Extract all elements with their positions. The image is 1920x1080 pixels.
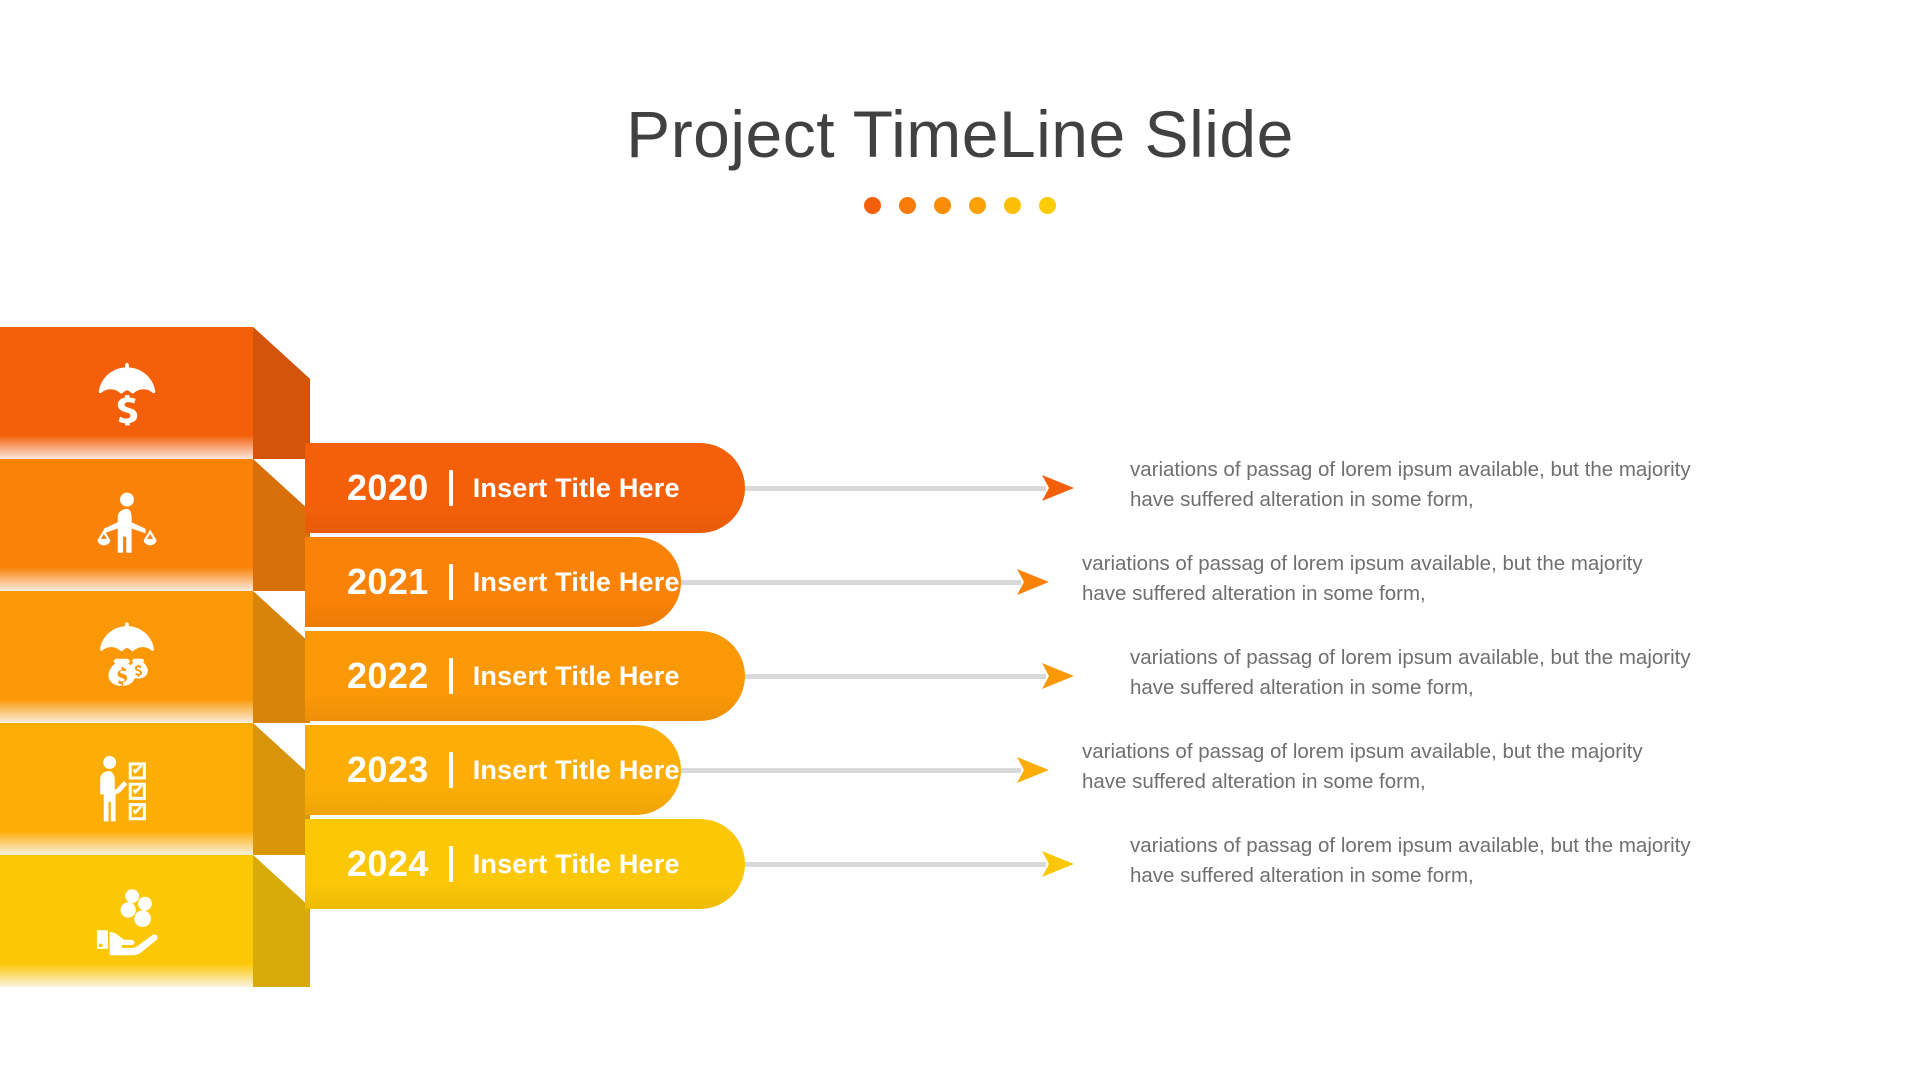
icon-panel-top-bevel [253, 327, 310, 379]
decorative-dot [1039, 196, 1056, 214]
decorative-dot [934, 196, 951, 214]
decorative-dot [899, 196, 916, 214]
arrow-head-icon [1040, 661, 1076, 691]
timeline-year-label: 2024 [347, 843, 429, 884]
icon-panel-2024 [0, 855, 310, 987]
timeline-title-label: Insert Title Here [472, 472, 680, 503]
description-text-2020: variations of passag of lorem ipsum avai… [1130, 458, 1691, 511]
description-text-2024: variations of passag of lorem ipsum avai… [1130, 834, 1691, 887]
decorative-dot [969, 196, 986, 214]
connector-2021 [681, 567, 1051, 597]
year-title-divider [448, 470, 453, 506]
icon-panel-bevel [253, 723, 310, 855]
connector-line [745, 674, 1046, 679]
arrow-head-icon [1040, 473, 1076, 503]
umbrella-dollar-icon [0, 327, 253, 459]
year-title-divider [448, 564, 453, 600]
timeline-bar-2023[interactable]: 2023 Insert Title Here [305, 725, 681, 815]
icon-panel-2022 [0, 591, 310, 723]
connector-line [681, 580, 1021, 585]
decorative-dot [1004, 196, 1021, 214]
connector-2022 [745, 661, 1076, 691]
timeline-title-label: Insert Title Here [472, 566, 680, 597]
connector-2023 [681, 755, 1051, 785]
timeline-year-label: 2022 [347, 655, 429, 696]
slide-header: Project TimeLine Slide [0, 98, 1920, 214]
timeline-bar-2024[interactable]: 2024 Insert Title Here [305, 819, 745, 909]
icon-panel-2021 [0, 459, 310, 591]
timeline-bar-2021[interactable]: 2021 Insert Title Here [305, 537, 681, 627]
hand-coins-icon [0, 855, 253, 987]
person-scales-icon [0, 459, 253, 591]
year-title-divider [448, 846, 453, 882]
icon-panel-bevel [253, 459, 310, 591]
timeline-title-label: Insert Title Here [472, 660, 680, 691]
icon-panel-2020 [0, 327, 310, 459]
umbrella-moneybags-icon [0, 591, 253, 723]
description-text-2023: variations of passag of lorem ipsum avai… [1082, 740, 1643, 793]
connector-line [745, 486, 1046, 491]
timeline-bar-2022[interactable]: 2022 Insert Title Here [305, 631, 745, 721]
page-title: Project TimeLine Slide [626, 97, 1294, 171]
timeline-year-label: 2023 [347, 749, 429, 790]
description-text-2021: variations of passag of lorem ipsum avai… [1082, 552, 1643, 605]
icon-panel-2023 [0, 723, 310, 855]
decorative-dot [864, 196, 881, 214]
decorative-dot-row [0, 196, 1920, 214]
icon-panel-bevel [253, 591, 310, 723]
year-title-divider [448, 658, 453, 694]
year-title-divider [448, 752, 453, 788]
arrow-head-icon [1015, 755, 1051, 785]
connector-2020 [745, 473, 1076, 503]
timeline-year-label: 2020 [347, 467, 429, 508]
icon-panel-bevel [253, 855, 310, 987]
timeline-year-label: 2021 [347, 561, 429, 602]
timeline-bar-2020[interactable]: 2020 Insert Title Here [305, 443, 745, 533]
arrow-head-icon [1015, 567, 1051, 597]
timeline-title-label: Insert Title Here [472, 754, 680, 785]
connector-line [681, 768, 1021, 773]
arrow-head-icon [1040, 849, 1076, 879]
connector-2024 [745, 849, 1076, 879]
timeline-title-label: Insert Title Here [472, 848, 680, 879]
connector-line [745, 862, 1046, 867]
person-checklist-icon [0, 723, 253, 855]
description-text-2022: variations of passag of lorem ipsum avai… [1130, 646, 1691, 699]
icon-column-3d [0, 327, 310, 987]
